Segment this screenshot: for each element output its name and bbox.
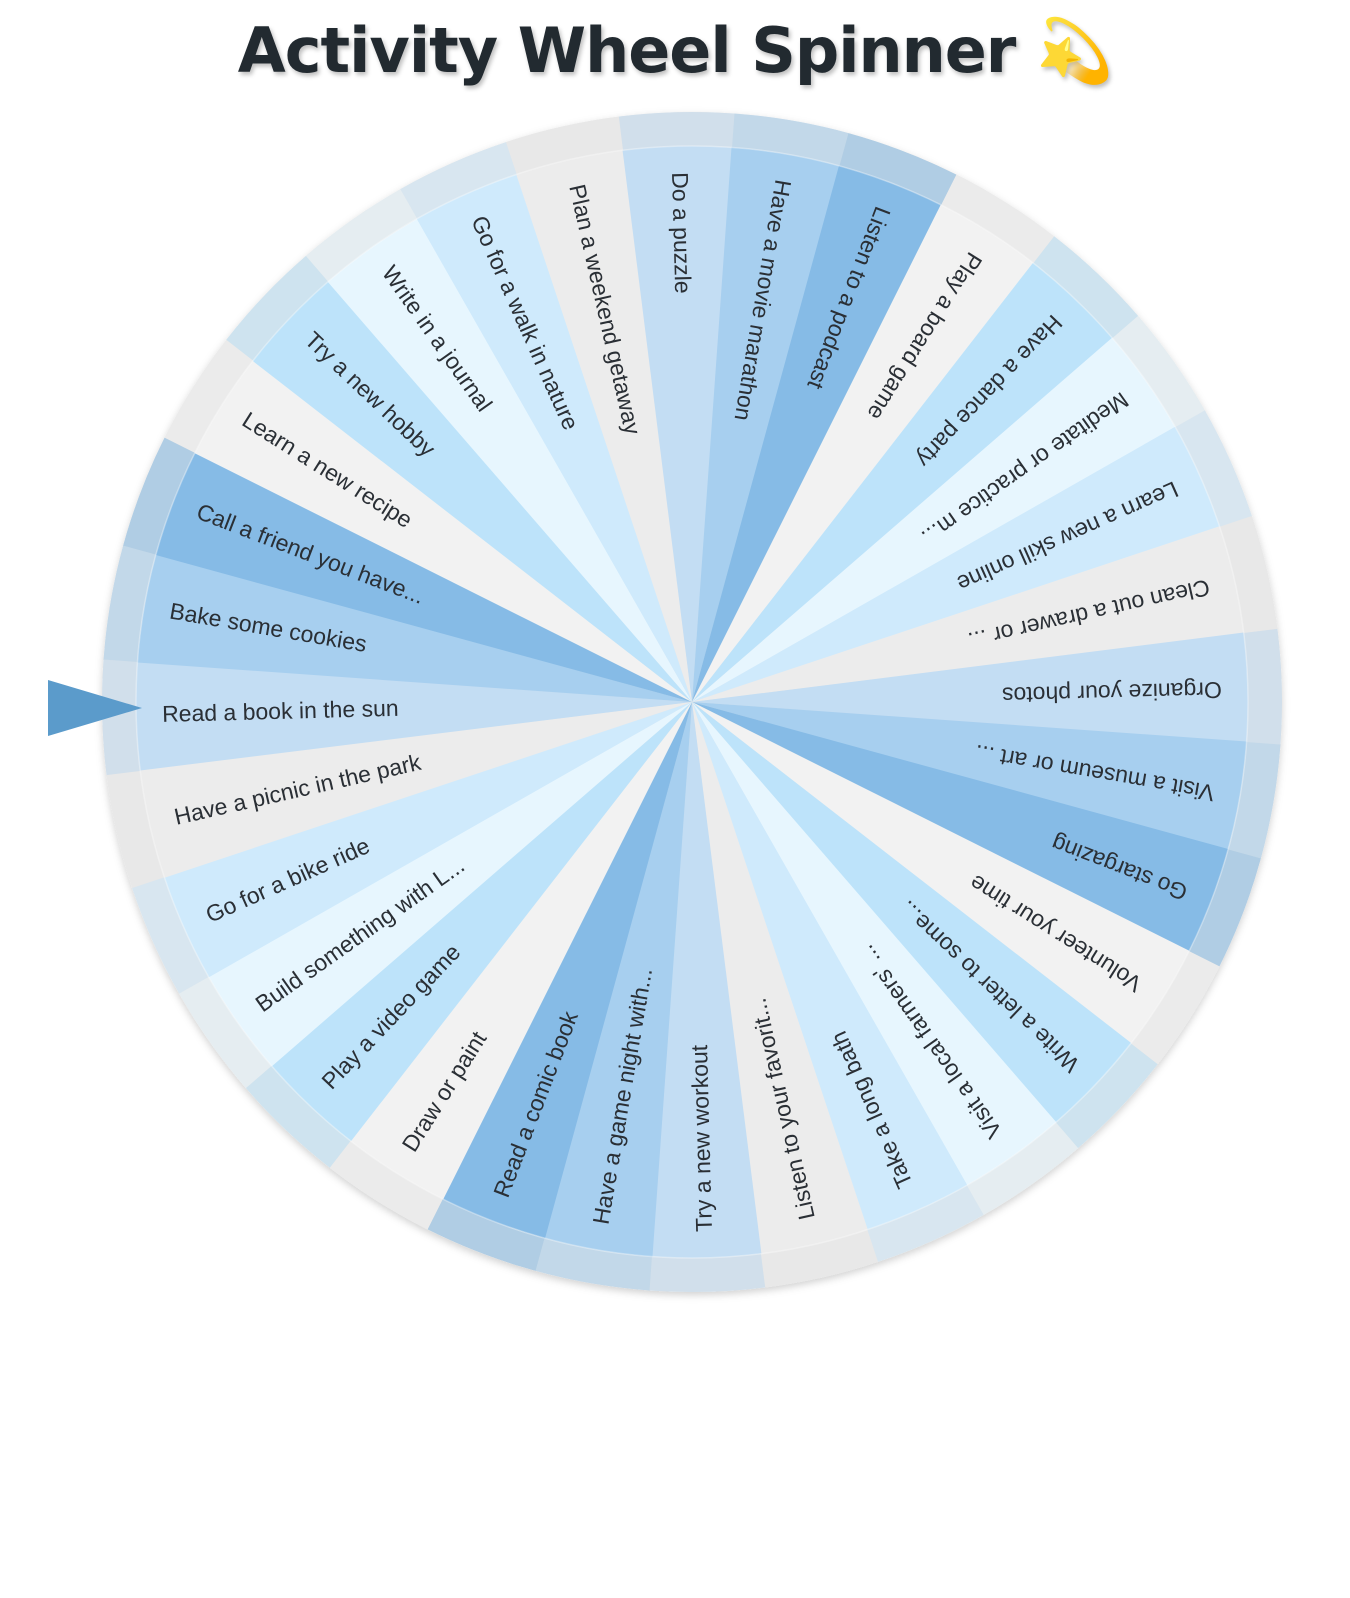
wheel-rim-band: [760, 1229, 878, 1288]
wheel-rim-band: [731, 113, 849, 166]
wheel-segment-label: Try a new workout: [686, 1044, 717, 1232]
wheel-segment[interactable]: [692, 702, 1229, 952]
wheel-segment[interactable]: [692, 702, 1190, 1044]
wheel-rim-band: [1243, 628, 1282, 745]
wheel-rim-band: [1228, 741, 1281, 859]
wheel-rim-band: [106, 770, 165, 888]
wheel-segment[interactable]: [208, 702, 692, 1067]
wheel-rim-band: [618, 112, 735, 151]
wheel-rim-band: [1219, 516, 1278, 634]
wheel-rim-band: [102, 659, 141, 776]
wheel-rim-band: [179, 976, 272, 1089]
wheel-segment[interactable]: [252, 281, 692, 702]
wheel-rim-band: [966, 1122, 1079, 1215]
wheel-rim-band: [1189, 849, 1261, 967]
wheel-segment[interactable]: [692, 426, 1220, 702]
wheel-rim-band: [245, 1065, 351, 1168]
wheel-segment[interactable]: [544, 702, 692, 1257]
wheel-segment[interactable]: [692, 204, 1034, 702]
wheel-segment[interactable]: [622, 145, 733, 702]
wheel-rim-band: [1130, 951, 1220, 1065]
wheel-segment[interactable]: [140, 702, 692, 878]
wheel-segment[interactable]: [692, 526, 1244, 702]
wheel-inner-edge: [135, 145, 1249, 1259]
wheel-segment[interactable]: [692, 702, 1057, 1186]
wheel-rim-band: [1033, 236, 1139, 339]
wheel-segment[interactable]: [692, 262, 1113, 702]
wheel-rim-band: [1175, 410, 1252, 527]
dizzy-star-icon: 💫: [1035, 14, 1113, 87]
wheel-rim-band: [329, 1140, 443, 1230]
wheel-segment[interactable]: [516, 150, 692, 702]
wheel-segment[interactable]: [135, 661, 692, 772]
wheel-segment[interactable]: [271, 702, 692, 1142]
wheel-segment[interactable]: [155, 452, 692, 702]
wheel-rim-band: [226, 255, 329, 361]
wheel-rim-band: [427, 1199, 545, 1271]
wheel-segment[interactable]: [651, 702, 762, 1258]
wheel-segment[interactable]: [692, 337, 1176, 702]
wheel-segment-label: Organize your photos: [1002, 677, 1223, 709]
page-title: Activity Wheel Spinner 💫: [0, 14, 1350, 88]
pointer-arrow-icon: [48, 680, 142, 736]
wheel-rim-band: [535, 1238, 653, 1291]
wheel-rim-band: [123, 437, 195, 555]
wheel-segment[interactable]: [137, 554, 692, 702]
wheel-segment[interactable]: [164, 702, 692, 978]
wheel-segments[interactable]: [135, 145, 1248, 1258]
wheel-segment[interactable]: [692, 147, 840, 702]
wheel-segment-label: Do a puzzle: [667, 172, 696, 294]
wheel-segment[interactable]: [692, 702, 1132, 1123]
page-title-text: Activity Wheel Spinner: [237, 14, 1017, 87]
wheel-rim-band: [941, 174, 1055, 264]
wheel-rim-band: [305, 189, 418, 282]
wheel-rim-band: [400, 142, 517, 219]
wheel-segment[interactable]: [692, 632, 1248, 743]
wheel-segment[interactable]: [692, 165, 942, 702]
wheel-rim-band: [1112, 315, 1205, 428]
wheel-rim-band: [506, 116, 624, 175]
wheel-segment-label: Read a book in the sun: [162, 695, 399, 727]
wheel-segment[interactable]: [442, 702, 692, 1239]
wheel-rim-band: [1055, 1043, 1158, 1149]
wheel-rim-band: [132, 877, 209, 994]
wheel-rim-band: [164, 339, 254, 453]
wheel-segment[interactable]: [327, 218, 692, 702]
wheel-rim-band: [867, 1185, 984, 1262]
wheel-segment[interactable]: [350, 702, 692, 1200]
wheel-segment[interactable]: [692, 702, 968, 1230]
wheel-segment[interactable]: [692, 702, 1247, 850]
wheel-rim-band: [839, 133, 957, 205]
wheel-segment[interactable]: [416, 174, 692, 702]
wheel-segment[interactable]: [692, 702, 868, 1254]
wheel-segment[interactable]: [194, 360, 692, 702]
wheel-rim-band: [103, 545, 156, 663]
wheel-rim-band: [649, 1253, 766, 1293]
